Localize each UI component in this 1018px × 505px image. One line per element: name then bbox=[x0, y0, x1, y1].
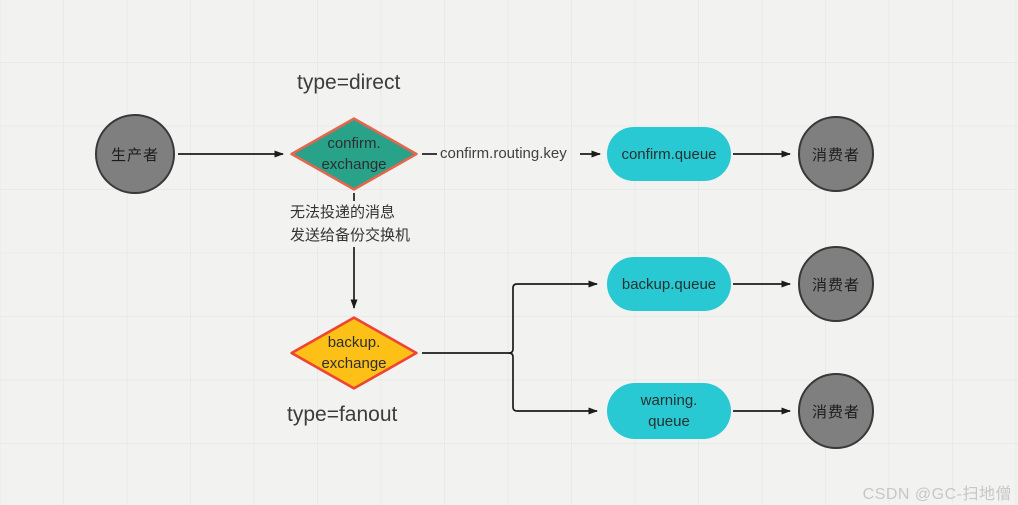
undeliverable-note: 无法投递的消息 发送给备份交换机 bbox=[288, 201, 413, 247]
producer-label: 生产者 bbox=[110, 146, 159, 164]
backup-exchange-shape bbox=[290, 316, 418, 390]
backup-exchange-node bbox=[290, 316, 418, 390]
consumer-node-1: 消费者 bbox=[798, 116, 874, 192]
routing-key-label: confirm.routing.key bbox=[440, 145, 567, 162]
confirm-exchange-node bbox=[290, 117, 418, 191]
warning-queue-label: warning. queue bbox=[640, 392, 698, 430]
confirm-queue-node: confirm.queue bbox=[607, 127, 731, 181]
type-fanout-label: type=fanout bbox=[287, 403, 398, 426]
type-direct-label: type=direct bbox=[297, 71, 401, 94]
edge-fork-to-warning-queue bbox=[508, 352, 598, 415]
backup-queue-node: backup.queue bbox=[607, 257, 731, 311]
consumer-node-3: 消费者 bbox=[798, 373, 874, 449]
consumer-label: 消费者 bbox=[811, 146, 860, 164]
consumer-label: 消费者 bbox=[811, 276, 860, 294]
csdn-watermark: CSDN @GC-扫地僧 bbox=[862, 486, 1012, 503]
producer-node: 生产者 bbox=[95, 114, 175, 194]
consumer-label: 消费者 bbox=[811, 403, 860, 421]
confirm-queue-label: confirm.queue bbox=[621, 145, 717, 163]
consumer-node-2: 消费者 bbox=[798, 246, 874, 322]
edge-fork-to-backup-queue bbox=[508, 280, 598, 354]
warning-queue-node: warning. queue bbox=[607, 383, 731, 439]
confirm-exchange-shape bbox=[290, 117, 418, 191]
backup-queue-label: backup.queue bbox=[621, 275, 717, 293]
